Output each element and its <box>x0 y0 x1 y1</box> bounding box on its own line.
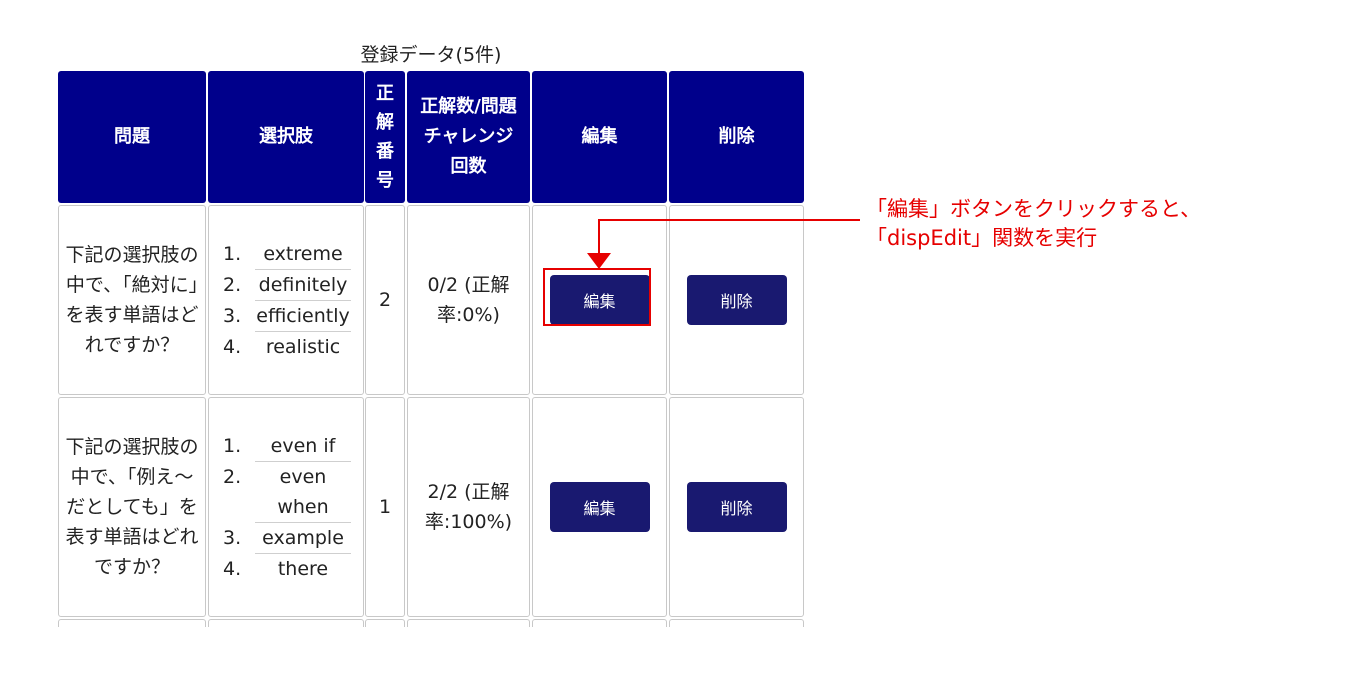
header-answer-char: 解 <box>376 112 394 133</box>
choice-item: 4. there <box>221 554 351 584</box>
header-answer-number: 正 解 番 号 <box>365 71 405 203</box>
header-delete-label: 削除 <box>718 126 755 147</box>
choice-list: 1. extreme 2. definitely 3. efficiently … <box>221 239 351 362</box>
choice-list: 1. even if 2. even when 3. example 4. th… <box>221 431 351 584</box>
stats-text: 2/2 (正解率:100%) <box>424 481 513 533</box>
header-edit-label: 編集 <box>581 126 618 147</box>
data-table: 問題 選択肢 正 解 番 号 正解数/問題チャレンジ回数 編集 削除 下記の選択… <box>58 71 804 627</box>
row-2-delete-cell: 削除 <box>669 397 804 617</box>
choice-number: 4. <box>223 557 242 580</box>
row-1-choices: 1. extreme 2. definitely 3. efficiently … <box>208 205 364 395</box>
row-2-choices: 1. even if 2. even when 3. example 4. th… <box>208 397 364 617</box>
choice-number: 1. <box>223 434 242 457</box>
delete-button[interactable]: 削除 <box>686 482 787 532</box>
edit-button[interactable]: 編集 <box>549 275 650 325</box>
header-edit: 編集 <box>532 71 667 203</box>
choice-text: definitely <box>255 270 351 301</box>
header-question: 問題 <box>58 71 206 203</box>
edit-button-highlight <box>543 268 651 326</box>
choice-text: realistic <box>265 335 341 358</box>
header-answer-char: 号 <box>376 170 394 191</box>
row-3-delete-cell <box>669 619 804 627</box>
choice-number: 4. <box>223 335 242 358</box>
choice-text: even if <box>255 431 351 462</box>
row-1-stats: 0/2 (正解率:0%) <box>407 205 530 395</box>
row-3-question <box>58 619 206 627</box>
annotation-arrow-line <box>598 219 860 221</box>
choice-item: 3. efficiently <box>221 301 351 332</box>
choice-item: 1. even if <box>221 431 351 462</box>
row-1-delete-cell: 削除 <box>669 205 804 395</box>
header-answer-char: 正 <box>376 83 394 104</box>
choice-item: 2. even when <box>221 462 351 523</box>
choice-number: 3. <box>223 304 242 327</box>
choice-text: even when <box>255 462 351 523</box>
choice-number: 3. <box>223 526 242 549</box>
question-text: 下記の選択肢の中で、「絶対に」を表す単語はどれですか？ <box>65 244 199 356</box>
annotation-arrow-head <box>587 253 611 269</box>
choice-item: 3. example <box>221 523 351 554</box>
choice-text: extreme <box>255 239 351 270</box>
choice-number: 2. <box>223 465 242 488</box>
stats-text: 0/2 (正解率:0%) <box>427 274 510 326</box>
row-3-answer <box>365 619 405 627</box>
row-2-answer: 1 <box>365 397 405 617</box>
header-answer-char: 番 <box>376 141 394 162</box>
edit-button[interactable]: 編集 <box>549 482 650 532</box>
header-question-label: 問題 <box>114 126 150 147</box>
row-2-stats: 2/2 (正解率:100%) <box>407 397 530 617</box>
choice-item: 2. definitely <box>221 270 351 301</box>
annotation-line-1: 「編集」ボタンをクリックすると、 <box>866 197 1202 221</box>
annotation-line-2: 「dispEdit」関数を実行 <box>866 226 1098 250</box>
choice-text: example <box>255 523 351 554</box>
row-3-stats <box>407 619 530 627</box>
annotation-callout: 「編集」ボタンをクリックすると、 「dispEdit」関数を実行 <box>866 195 1201 253</box>
choice-number: 2. <box>223 273 242 296</box>
choice-item: 1. extreme <box>221 239 351 270</box>
row-1-question: 下記の選択肢の中で、「絶対に」を表す単語はどれですか？ <box>58 205 206 395</box>
table-caption: 登録データ(5件) <box>360 44 502 66</box>
choice-text: there <box>277 557 329 580</box>
row-2-edit-cell: 編集 <box>532 397 667 617</box>
answer-number: 1 <box>378 496 392 518</box>
choice-text: efficiently <box>255 301 351 332</box>
row-1-answer: 2 <box>365 205 405 395</box>
header-choices: 選択肢 <box>208 71 364 203</box>
answer-number: 2 <box>378 289 392 311</box>
row-3-edit-cell <box>532 619 667 627</box>
choice-number: 1. <box>223 242 242 265</box>
row-2-question: 下記の選択肢の中で、「例え～だとしても」を表す単語はどれですか？ <box>58 397 206 617</box>
question-text: 下記の選択肢の中で、「例え～だとしても」を表す単語はどれですか？ <box>65 436 199 578</box>
header-stats-label: 正解数/問題チャレンジ回数 <box>420 96 517 177</box>
annotation-arrow-stem <box>598 219 600 255</box>
header-stats: 正解数/問題チャレンジ回数 <box>407 71 530 203</box>
header-choices-label: 選択肢 <box>259 126 313 147</box>
delete-button[interactable]: 削除 <box>686 275 787 325</box>
choice-item: 4. realistic <box>221 332 351 362</box>
header-delete: 削除 <box>669 71 804 203</box>
row-3-choices <box>208 619 364 627</box>
